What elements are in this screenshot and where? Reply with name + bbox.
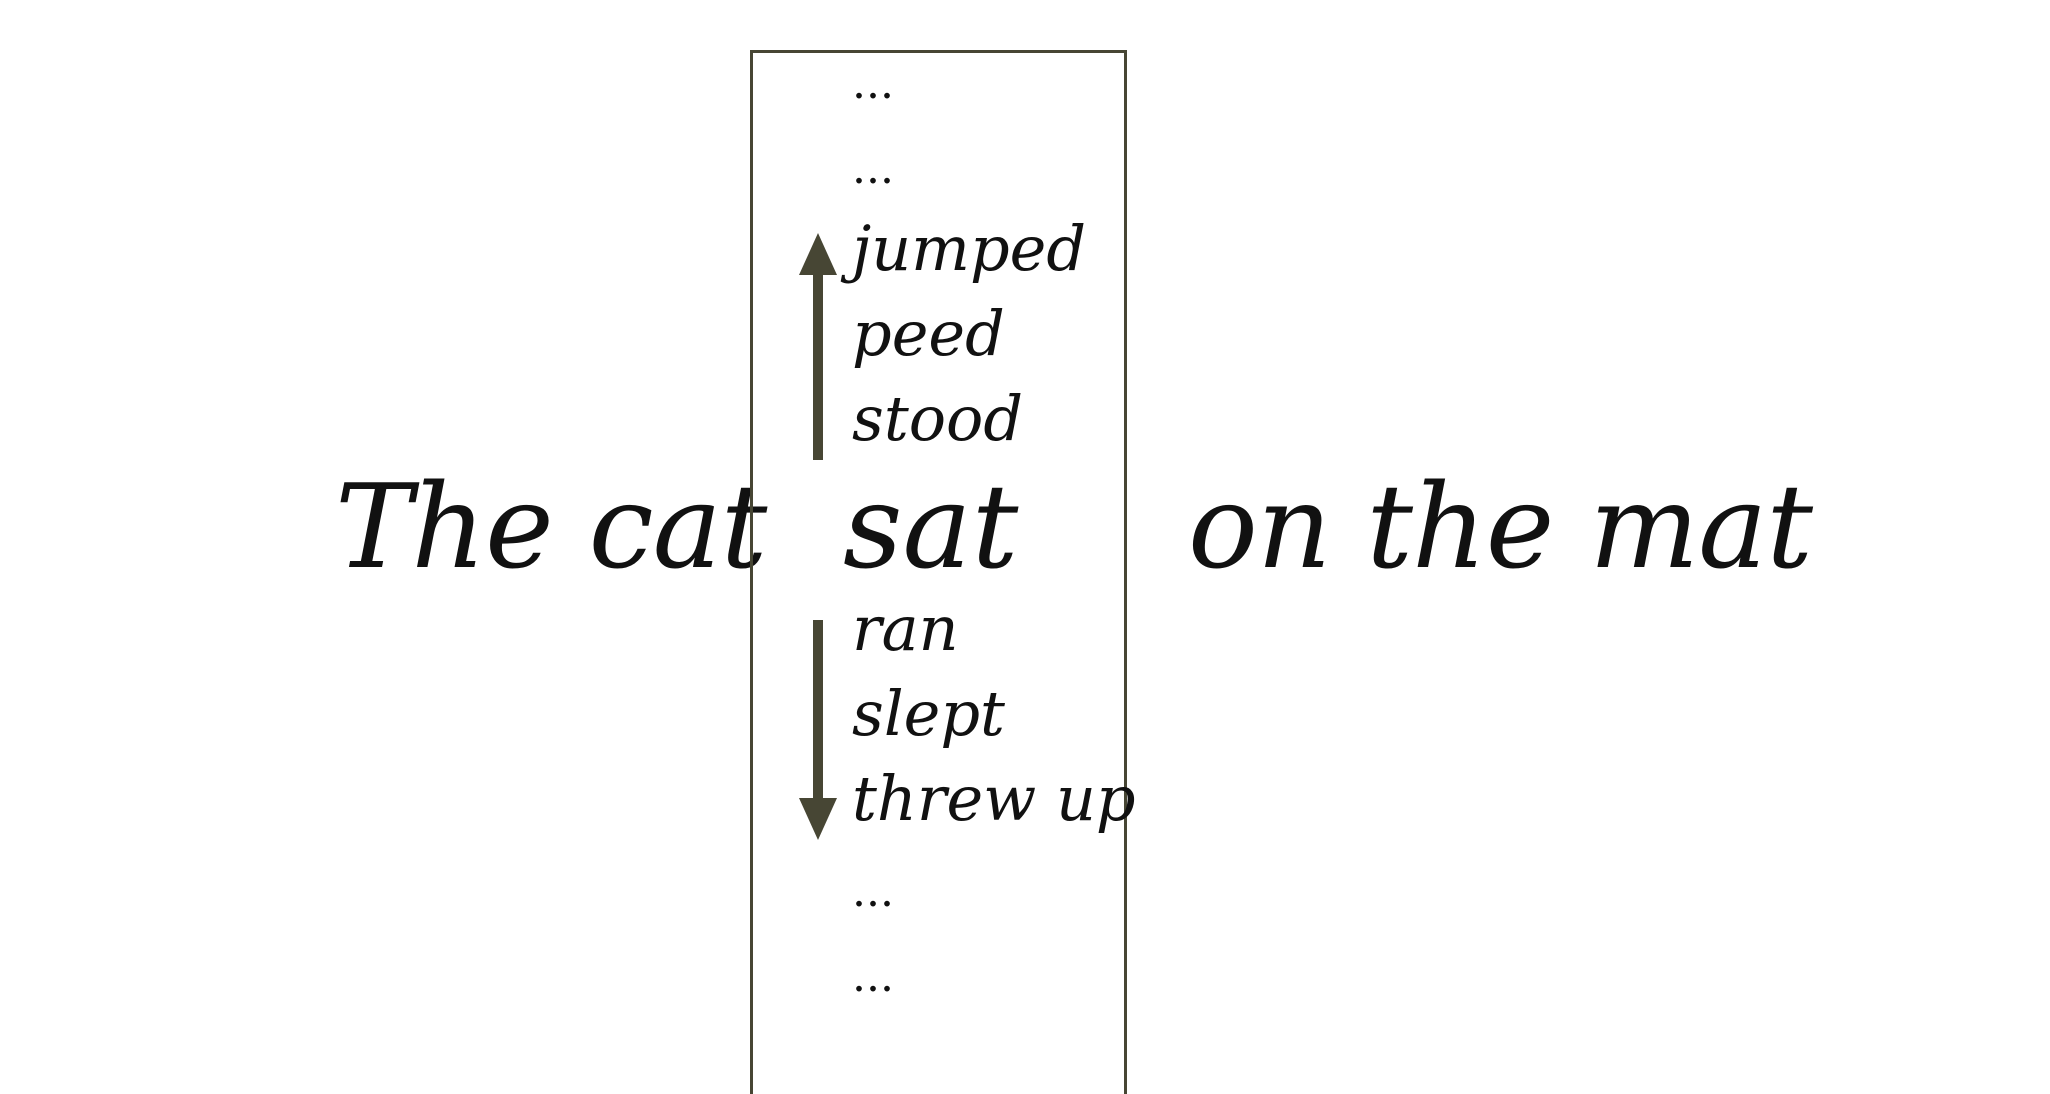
alternative-word-slept: slept	[852, 677, 1005, 750]
alternative-word-stood: stood	[852, 382, 1024, 455]
selected-word: sat	[843, 460, 1019, 595]
ellipsis-bottom-2: ...	[852, 951, 894, 1002]
alternative-word-threw-up: threw up	[852, 762, 1136, 835]
alternative-word-peed: peed	[852, 297, 1005, 370]
sentence-prefix: The cat	[335, 460, 767, 595]
sentence-suffix: on the mat	[1188, 460, 1813, 595]
alternative-word-jumped: jumped	[852, 212, 1087, 285]
ellipsis-top-2: ...	[852, 143, 894, 194]
word-slot-box	[750, 50, 1127, 1094]
ellipsis-bottom-1: ...	[852, 866, 894, 917]
ellipsis-top-1: ...	[852, 58, 894, 109]
alternative-word-ran: ran	[852, 592, 959, 665]
